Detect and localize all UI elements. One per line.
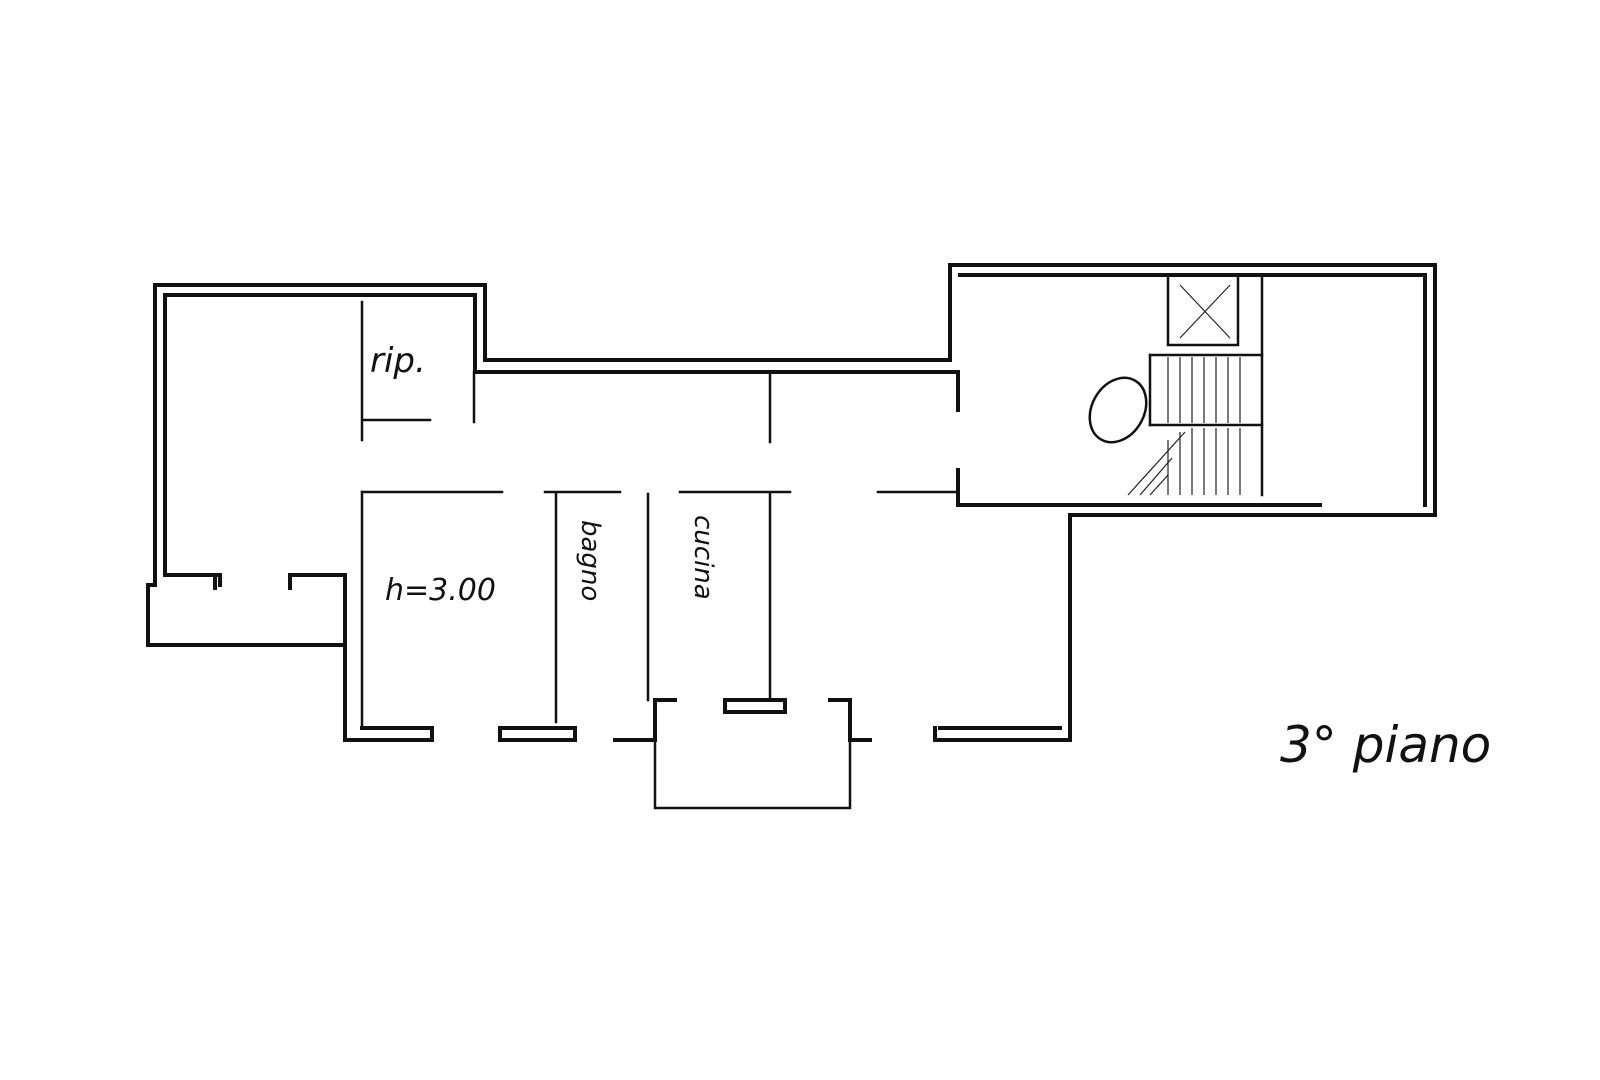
lift-cross-b (1179, 284, 1231, 339)
south-wall-segment-c (613, 698, 677, 742)
left-wing-inner-wall (163, 293, 477, 587)
room-height-label: h=3.00 (385, 573, 496, 608)
storage-room: rip. (360, 300, 476, 442)
left-wing-walls (146, 263, 1437, 742)
left-wing-outer-wall (146, 283, 487, 742)
interior-partitions (360, 370, 960, 730)
south-wall-segment-e (828, 698, 872, 742)
bathroom-label: bagno (575, 520, 605, 601)
floor-label: 3° piano (1280, 716, 1491, 774)
west-entry-wall-right (288, 573, 347, 647)
right-block-inner-wall (958, 273, 1427, 507)
west-entry-wall-left (163, 573, 217, 590)
stair-well-oval (1088, 376, 1148, 444)
left-wing-top-return (483, 263, 1437, 742)
lift-shaft (1166, 273, 1240, 347)
south-wall-segment-b (498, 726, 577, 742)
stair-treads (1127, 357, 1241, 496)
south-facade (163, 573, 1062, 810)
south-wall-segment-d (723, 698, 787, 714)
stair-core (956, 263, 1427, 507)
balcony-outline (653, 738, 852, 810)
right-block-lower-wall (956, 468, 1322, 507)
left-wing-top-inner (473, 293, 960, 412)
storage-label: rip. (370, 341, 426, 381)
kitchen-label: cucina (688, 515, 718, 600)
